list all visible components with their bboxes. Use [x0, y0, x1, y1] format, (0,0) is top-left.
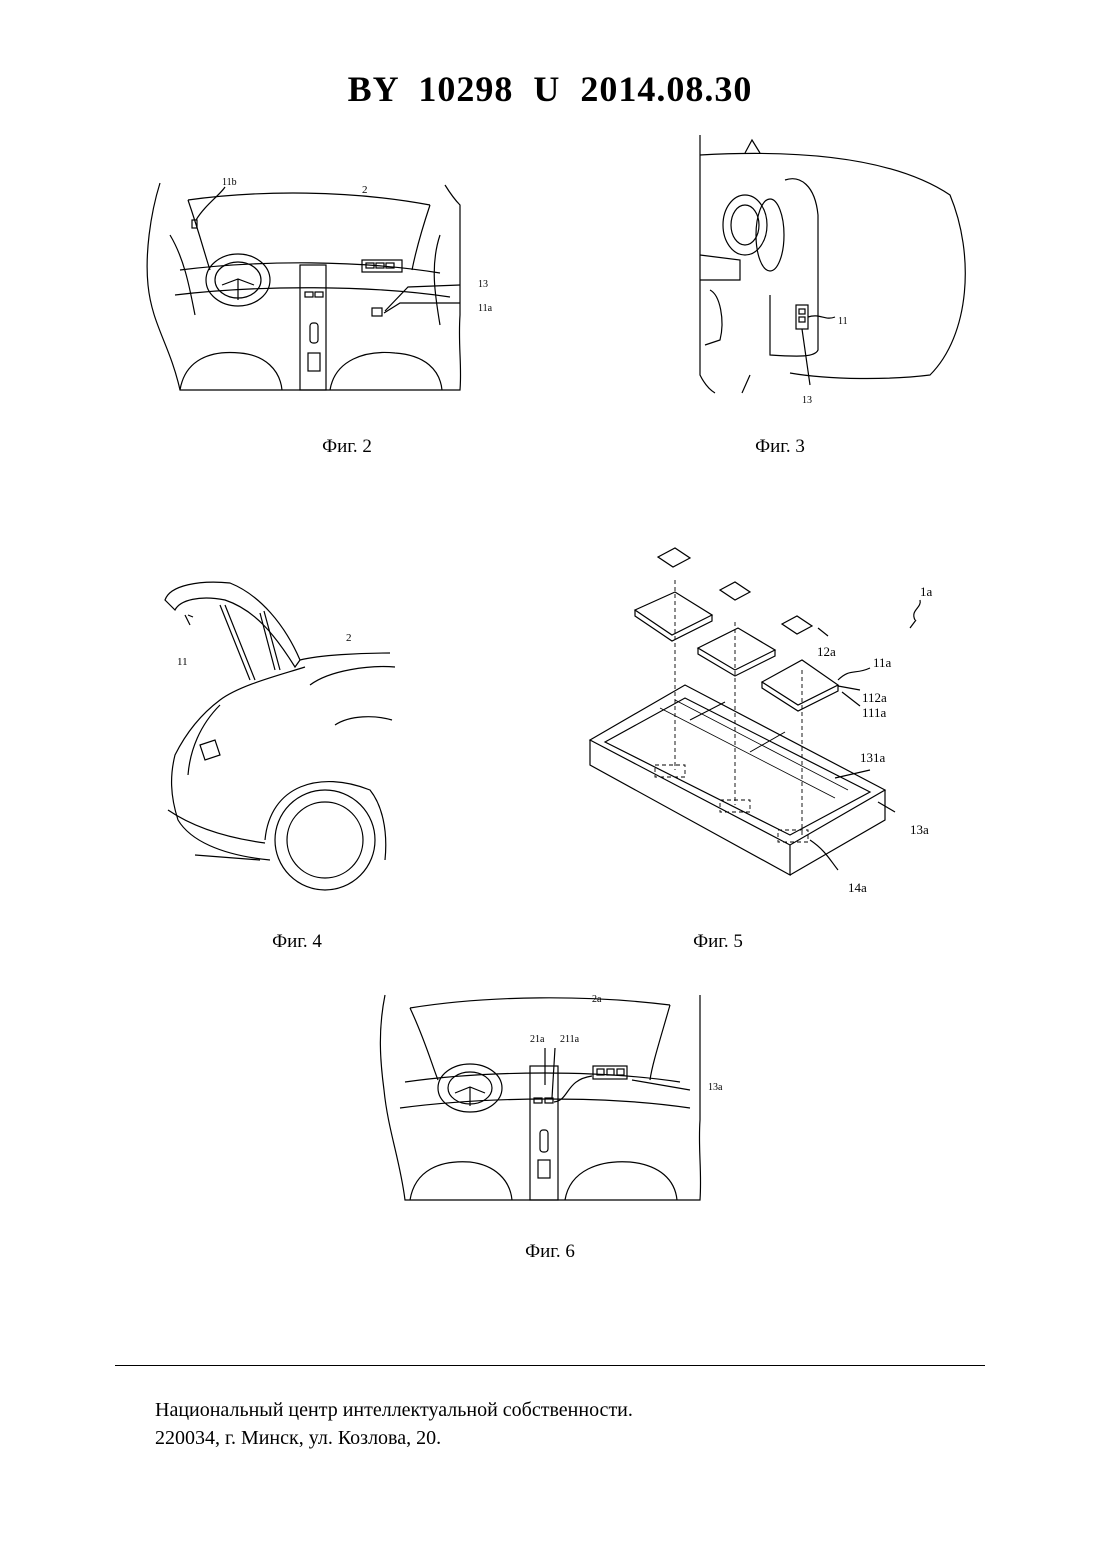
figure-5-drawing: 1a 12a 11a 112a 111a 131a 13a 14a	[580, 540, 960, 900]
fig5-label-14a: 14a	[848, 880, 867, 895]
fig3-label-11: 11	[838, 316, 848, 327]
footer-divider	[115, 1365, 985, 1366]
fig6-label-211a: 211a	[560, 1034, 580, 1045]
fig5-label-1a: 1a	[920, 584, 933, 599]
figure-5-caption: Фиг. 5	[618, 931, 818, 953]
fig4-label-11: 11	[177, 656, 188, 668]
fig4-label-2: 2	[346, 632, 352, 644]
fig6-label-13a: 13a	[708, 1082, 723, 1093]
fig5-label-112a: 112a	[862, 690, 887, 705]
fig3-label-13: 13	[802, 395, 812, 406]
fig2-label-11a: 11a	[478, 303, 493, 314]
fig6-label-2a: 2a	[592, 994, 602, 1005]
figure-6-drawing: 2a 21a 211a 13a	[370, 990, 710, 1205]
figure-6-caption: Фиг. 6	[450, 1241, 650, 1263]
footer-address-line: 220034, г. Минск, ул. Козлова, 20.	[155, 1424, 633, 1452]
figure-4-caption: Фиг. 4	[197, 931, 397, 953]
figure-4-drawing: 11 2	[160, 575, 400, 895]
fig5-label-11a: 11a	[873, 655, 892, 670]
fig5-label-12a: 12a	[817, 644, 836, 659]
fig5-label-131a: 131a	[860, 750, 886, 765]
figure-3-caption: Фиг. 3	[680, 436, 880, 458]
fig2-label-2: 2	[362, 184, 368, 196]
fig2-label-13: 13	[478, 279, 488, 290]
figure-3-drawing: 11 13	[690, 135, 980, 405]
figure-2-caption: Фиг. 2	[247, 436, 447, 458]
fig6-label-21a: 21a	[530, 1034, 545, 1045]
figure-2-drawing: 11b 2 13 11a	[140, 175, 470, 405]
fig5-label-13a: 13a	[910, 822, 929, 837]
document-header: BY 10298 U 2014.08.30	[0, 68, 1100, 110]
footer-address: Национальный центр интеллектуальной собс…	[155, 1396, 633, 1452]
fig5-label-111a: 111a	[862, 705, 887, 720]
fig2-label-11b: 11b	[222, 177, 237, 188]
footer-org-name: Национальный центр интеллектуальной собс…	[155, 1396, 633, 1424]
